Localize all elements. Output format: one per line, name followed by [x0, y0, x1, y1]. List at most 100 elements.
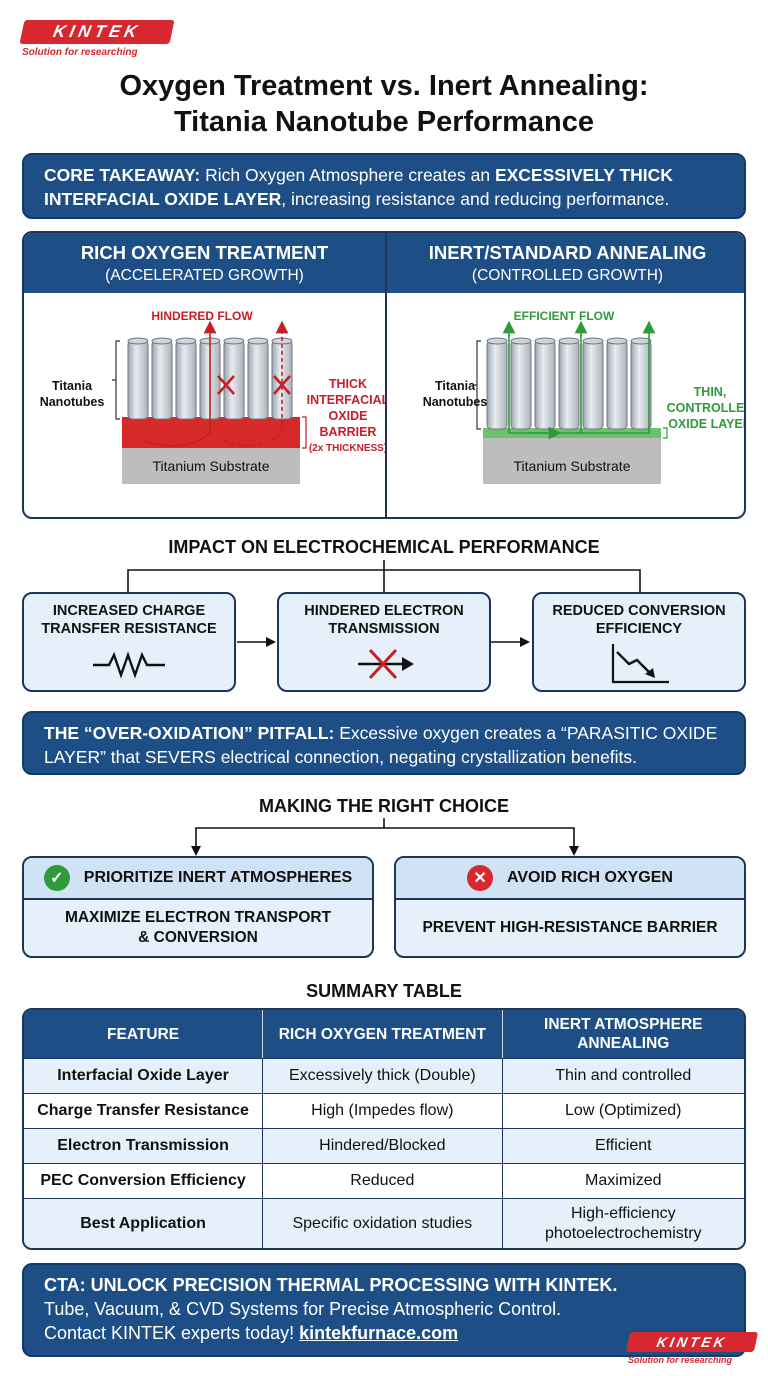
table-row: Interfacial Oxide Layer Excessively thic…	[24, 1058, 744, 1093]
core-takeaway-label: CORE TAKEAWAY:	[44, 165, 201, 185]
barrier-label-4: BARRIER	[320, 425, 377, 439]
table-header-oxygen: RICH OXYGEN TREATMENT	[263, 1010, 503, 1058]
impact-transmission-line-1: HINDERED ELECTRON	[304, 603, 464, 619]
check-icon: ✓	[43, 865, 70, 891]
cta-line-3: Contact KINTEK experts today!	[44, 1323, 300, 1343]
resistor-icon	[93, 651, 165, 679]
table-row: Electron Transmission Hindered/Blocked E…	[24, 1128, 744, 1163]
impact-transmission-line-2: TRANSMISSION	[328, 621, 440, 637]
table-cell: Excessively thick (Double)	[263, 1058, 503, 1093]
table-cell: Reduced	[263, 1163, 503, 1198]
thin-layer-label-3: OXIDE LAYER	[668, 417, 746, 431]
page-title: Oxygen Treatment vs. Inert Annealing: Ti…	[0, 68, 768, 140]
cta-box: CTA: UNLOCK PRECISION THERMAL PROCESSING…	[22, 1263, 746, 1357]
barrier-label-3: OXIDE	[329, 409, 368, 423]
left-flow-label: HINDERED FLOW	[151, 309, 253, 323]
table-header-row: FEATURE RICH OXYGEN TREATMENT INERT ATMO…	[24, 1010, 744, 1058]
thin-layer-bracket	[663, 427, 668, 439]
table-cell: Specific oxidation studies	[263, 1198, 503, 1248]
panel-divider	[385, 233, 387, 517]
table-cell: High-efficiency photoelectrochemistry	[502, 1198, 744, 1248]
logo-tagline: Solution for researching	[628, 1355, 733, 1365]
right-tubes-label-2: Nanotubes	[423, 395, 488, 409]
declining-chart-icon	[611, 644, 669, 684]
right-panel-subheading: (CONTROLLED GROWTH)	[471, 267, 664, 284]
table-cell: Thin and controlled	[502, 1058, 744, 1093]
table-cell: Best Application	[24, 1198, 264, 1248]
right-panel-heading: INERT/STANDARD ANNEALING	[428, 242, 707, 263]
pitfall-text: Excessive oxygen creates a “PARASITIC OX…	[44, 723, 718, 767]
impact-card-transmission: HINDERED ELECTRON TRANSMISSION	[277, 592, 491, 692]
core-takeaway-box: CORE TAKEAWAY: Rich Oxygen Atmosphere cr…	[22, 153, 746, 219]
pitfall-box: THE “OVER-OXIDATION” PITFALL: Excessive …	[22, 711, 746, 775]
title-line-1: Oxygen Treatment vs. Inert Annealing:	[119, 70, 649, 102]
left-panel-subheading: (ACCELERATED GROWTH)	[105, 267, 304, 284]
table-cell: Maximized	[502, 1163, 744, 1198]
impact-efficiency-line-2: EFFICIENCY	[595, 621, 683, 637]
summary-title: SUMMARY TABLE	[306, 981, 462, 1001]
choice-connectors	[191, 818, 579, 856]
choice-card-oxygen: ✕ AVOID RICH OXYGEN PREVENT HIGH-RESISTA…	[394, 856, 746, 958]
table-row: Best Application Specific oxidation stud…	[24, 1198, 744, 1248]
titanium-substrate-right	[483, 436, 661, 484]
table-cell: Electron Transmission	[24, 1128, 264, 1163]
impact-resistance-line-1: INCREASED CHARGE	[52, 603, 206, 619]
table-header-inert: INERT ATMOSPHERE ANNEALING	[502, 1010, 744, 1058]
barrier-label-1: THICK	[329, 377, 367, 391]
table-cell: Efficient	[502, 1128, 744, 1163]
efficient-flow-arrow-3	[581, 320, 656, 434]
pitfall-label: THE “OVER-OXIDATION” PITFALL:	[44, 723, 335, 743]
impact-resistance-line-2: TRANSFER RESISTANCE	[41, 621, 217, 637]
logo-badge: KINTEK	[19, 20, 175, 44]
impact-card-efficiency: REDUCED CONVERSION EFFICIENCY	[532, 592, 746, 692]
barrier-label-5: (2x THICKNESS)	[309, 443, 385, 454]
choice-inert-line-2: & CONVERSION	[138, 929, 258, 946]
right-flow-label: EFFICIENT FLOW	[514, 309, 615, 323]
hindered-flow-arrow-2	[223, 320, 289, 447]
website-link[interactable]: kintekfurnace.com	[299, 1323, 459, 1343]
hindered-flow-arrow-1	[143, 320, 217, 447]
choice-inert-heading: PRIORITIZE INERT ATMOSPHERES	[83, 869, 353, 886]
nanotube-array-left	[127, 337, 293, 420]
choice-oxygen-line-1: PREVENT HIGH-RESISTANCE BARRIER	[422, 919, 718, 936]
right-substrate-label: Titanium Substrate	[514, 458, 631, 474]
logo-badge: KINTEK	[625, 1332, 759, 1352]
nanotube-bracket-left	[112, 340, 120, 420]
table-header-feature: FEATURE	[24, 1010, 264, 1058]
right-panel-header: INERT/STANDARD ANNEALING (CONTROLLED GRO…	[387, 233, 744, 293]
choice-oxygen-heading: AVOID RICH OXYGEN	[507, 869, 673, 886]
nanotube-bracket-right	[473, 340, 481, 430]
impact-card-resistance: INCREASED CHARGE TRANSFER RESISTANCE	[22, 592, 236, 692]
impact-title: IMPACT ON ELECTROCHEMICAL PERFORMANCE	[168, 537, 600, 557]
core-takeaway-text-2: , increasing resistance and reducing per…	[281, 189, 670, 209]
left-tubes-label-2: Nanotubes	[40, 395, 105, 409]
kintek-logo-bottom: KINTEK Solution for researching	[625, 1332, 759, 1365]
summary-table: FEATURE RICH OXYGEN TREATMENT INERT ATMO…	[22, 1008, 746, 1250]
inert-annealing-diagram: EFFICIENT FLOW Titanium Substrate Titani…	[423, 309, 746, 484]
titanium-substrate	[122, 448, 300, 484]
blocked-x-1	[217, 375, 235, 395]
title-line-2: Titania Nanotube Performance	[173, 106, 595, 138]
table-cell: PEC Conversion Efficiency	[24, 1163, 264, 1198]
impact-connectors	[127, 560, 641, 647]
core-takeaway-emphasis: EXCESSIVELY THICK INTERFACIAL OXIDE LAYE…	[44, 165, 673, 209]
cta-line-1: CTA: UNLOCK PRECISION THERMAL PROCESSING…	[44, 1275, 618, 1295]
logo-tagline: Solution for researching	[22, 47, 138, 58]
core-takeaway-text-1: Rich Oxygen Atmosphere creates an	[200, 165, 495, 185]
left-substrate-label: Titanium Substrate	[153, 458, 270, 474]
oxygen-treatment-diagram: HINDERED FLOW Titanium Substrate Titania…	[40, 309, 385, 484]
thin-layer-label-1: THIN,	[694, 385, 727, 399]
right-tubes-label-1: Titania	[435, 379, 476, 393]
table-cell: Charge Transfer Resistance	[24, 1093, 264, 1128]
barrier-label-2: INTERFACIAL	[307, 393, 385, 407]
choice-card-inert: ✓ PRIORITIZE INERT ATMOSPHERES MAXIMIZE …	[22, 856, 374, 958]
choice-inert-line-1: MAXIMIZE ELECTRON TRANSPORT	[64, 909, 332, 926]
table-cell: High (Impedes flow)	[263, 1093, 503, 1128]
blocked-arrow-icon	[358, 648, 414, 680]
table-row: PEC Conversion Efficiency Reduced Maximi…	[24, 1163, 744, 1198]
table-cell: Interfacial Oxide Layer	[24, 1058, 264, 1093]
x-icon: ✕	[467, 865, 494, 891]
comparison-panel: RICH OXYGEN TREATMENT (ACCELERATED GROWT…	[22, 231, 746, 519]
barrier-bracket	[302, 416, 307, 449]
kintek-logo-top: KINTEK Solution for researching	[19, 20, 175, 58]
